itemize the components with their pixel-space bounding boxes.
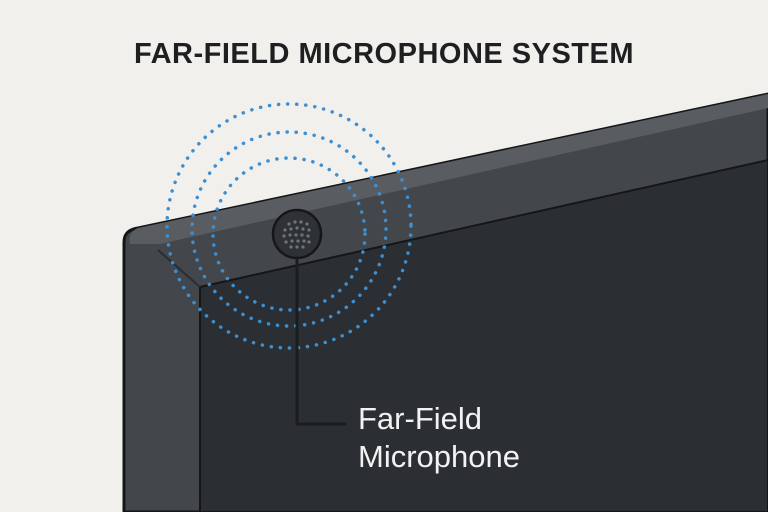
diagram-title: FAR-FIELD MICROPHONE SYSTEM bbox=[133, 38, 635, 70]
sound-wave-icon bbox=[165, 102, 413, 350]
callout-label-line-2: Microphone bbox=[358, 439, 520, 474]
monitor-bezel-top bbox=[129, 94, 768, 244]
monitor-inner-edge bbox=[157, 249, 201, 288]
callout-label: Far-Field Microphone bbox=[358, 400, 520, 476]
callout-label-line-1: Far-Field bbox=[358, 401, 483, 436]
sound-wave-outer bbox=[165, 102, 413, 350]
sound-wave-inner bbox=[211, 156, 367, 312]
callout-line bbox=[295, 258, 346, 426]
microphone-icon bbox=[271, 208, 323, 260]
sound-wave-middle bbox=[190, 130, 388, 328]
